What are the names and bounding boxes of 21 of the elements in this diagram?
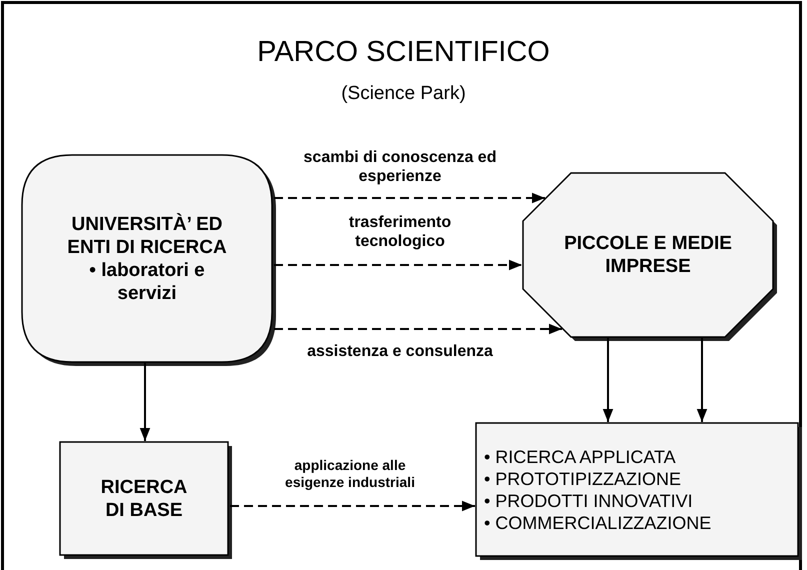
list-item: • RICERCA APPLICATA (484, 446, 676, 468)
edge-label: scambi di conoscenza ed esperienze (302, 148, 498, 186)
arrow (602, 337, 614, 422)
list-item: • PRODOTTI INNOVATIVI (484, 490, 693, 512)
edge-label: assistenza e consulenza (306, 342, 494, 361)
node-label: PICCOLE E MEDIE IMPRESE (563, 232, 733, 278)
node-label: • laboratori e servizi (88, 258, 206, 304)
subtitle: (Science Park) (340, 83, 467, 105)
arrow (274, 324, 562, 334)
arrow (696, 337, 708, 422)
title: PARCO SCIENTIFICO (256, 36, 551, 69)
arrow (274, 192, 545, 204)
arrow (230, 500, 475, 512)
edge-label: trasferimento tecnologico (348, 213, 452, 251)
list-item: • COMMERCIALIZZAZIONE (484, 512, 712, 534)
arrow (274, 260, 522, 270)
list-item: • PROTOTIPIZZAZIONE (484, 468, 681, 490)
edge-label: applicazione alle esigenze industriali (284, 457, 416, 491)
node-label: RICERCA DI BASE (100, 476, 188, 522)
arrow (140, 362, 150, 441)
node-label: UNIVERSITÀ’ ED ENTI DI RICERCA (66, 212, 228, 258)
